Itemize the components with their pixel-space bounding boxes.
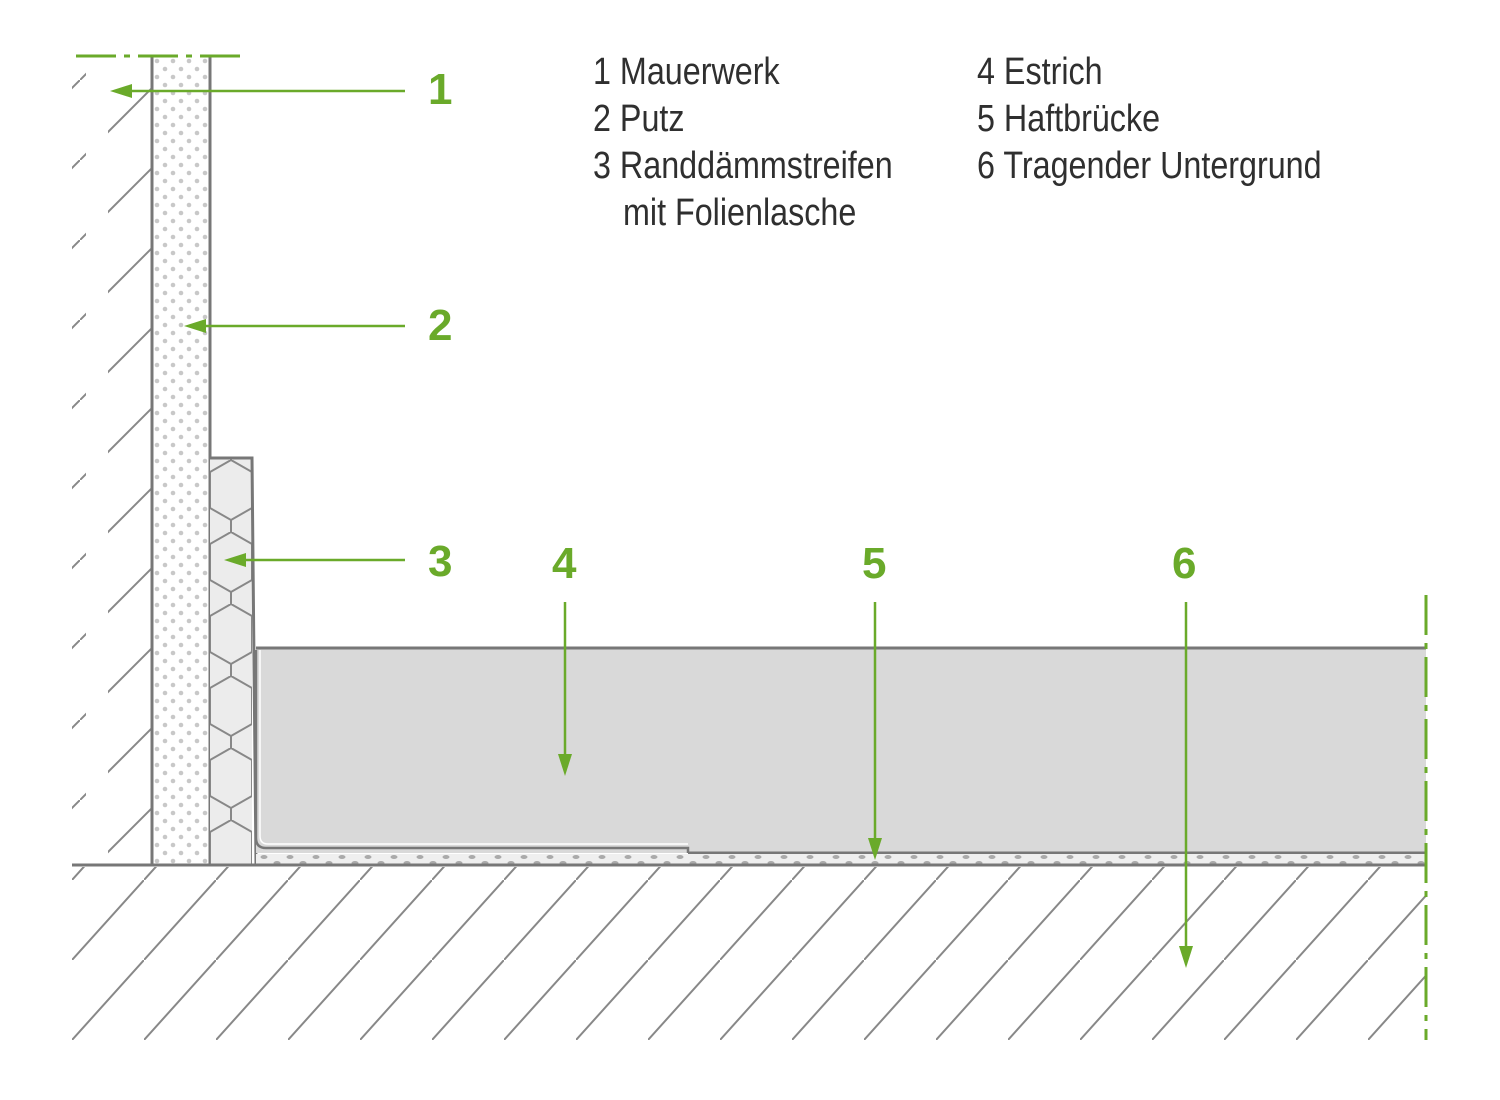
screed-layer	[254, 646, 1426, 855]
plaster-layer	[152, 56, 210, 865]
legend-item-4: 4 Estrich	[977, 51, 1103, 93]
substrate-hatch	[72, 867, 1426, 1040]
callout-2: 2	[428, 301, 452, 350]
edge-insulation-strip	[210, 456, 258, 866]
legend: 1 Mauerwerk 2 Putz 3 Randdämmstreifen mi…	[593, 51, 1322, 234]
legend-item-5: 5 Haftbrücke	[977, 98, 1160, 140]
masonry-hatch	[72, 70, 152, 865]
callout-4: 4	[552, 539, 577, 588]
callout-3: 3	[428, 537, 452, 586]
callout-5: 5	[862, 539, 886, 588]
legend-item-3-cont: mit Folienlasche	[623, 192, 856, 234]
callout-arrows	[110, 84, 1193, 968]
callout-6: 6	[1172, 539, 1196, 588]
callout-1: 1	[428, 65, 452, 114]
legend-item-1: 1 Mauerwerk	[593, 51, 780, 93]
legend-item-3: 3 Randdämmstreifen	[593, 145, 893, 187]
legend-item-6: 6 Tragender Untergrund	[977, 145, 1322, 187]
legend-item-2: 2 Putz	[593, 98, 685, 140]
